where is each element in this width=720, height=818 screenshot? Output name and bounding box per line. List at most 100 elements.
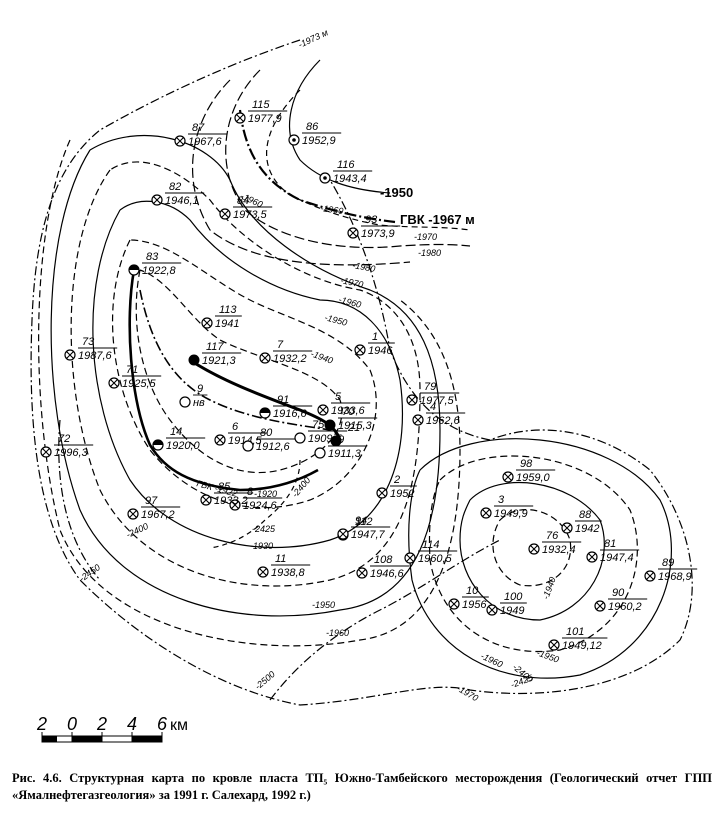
well-1: 1 1946 [354,331,395,357]
well-cross-mark [66,351,74,359]
contour-1980 [38,139,461,647]
gvk-label: ГВК -1967 м [400,212,475,227]
well-depth: 1967,6 [188,136,223,148]
well-depth: 1947,4 [600,552,634,564]
contour-2500 [269,539,501,701]
well-number: 3 [498,494,505,506]
contour-label: -2500 [253,669,277,691]
well-depth: 1933,2 [214,495,248,507]
scale-tick-label: 2 [36,714,47,734]
well-cross-mark [110,379,118,387]
well-number: 115 [252,99,270,111]
well-cross-mark [596,602,604,610]
well-cross-mark [408,396,416,404]
contour-2450 [58,419,101,581]
well-cross-mark [406,554,414,562]
well-number: 70 [342,406,355,418]
well-number: 88 [579,509,592,521]
well-depth: 1932,2 [273,353,307,365]
well-open-icon [314,447,326,459]
well-91: 91 1916,6 [259,394,313,420]
well-number: 5 [335,391,342,403]
contour-label: -1940 [540,576,557,601]
well-depth: 1973,5 [233,209,268,221]
well-depth: 1946 [368,345,393,357]
contour-1950-north [289,59,391,194]
contour-label: -1960 [479,651,504,670]
contour-1970-north [225,69,471,249]
well-number: 90 [612,587,625,599]
scale-tick-label: 0 [67,714,77,734]
well-cross-mark [319,406,327,414]
well-cross-mark [378,489,386,497]
well-depth: 1977,5 [420,395,455,407]
contour-label: -1960 [337,294,362,310]
well-ring-dot [292,138,296,142]
well-cross-mark [339,530,347,538]
well-depth: 1952 [390,488,414,500]
well-depth: 1932,4 [542,544,576,556]
contour-label: -2425 [252,524,276,534]
well-depth: 1942 [575,523,599,535]
well-number: 85 [218,481,231,493]
well-depth: 1962,6 [426,415,461,427]
well-76: 76 1932,4 [528,530,582,556]
well-number: 116 [337,159,355,171]
wells-layer: 1151977,9871967,6861952,91161943,4821946… [40,99,698,652]
well-depth: нв [193,397,205,409]
contour-1970 [50,135,441,617]
contour-east-1960 [408,438,673,679]
contour-1950 [92,200,403,549]
well-number: 98 [520,458,533,470]
scale-tick-label: 2 [96,714,107,734]
well-number: 4 [430,401,436,413]
well-cross-mark [231,501,239,509]
well-depth: 1967,2 [141,509,175,521]
well-number: 76 [546,530,559,542]
contour-label: -1980 [352,260,376,274]
well-depth: 1946,1 [165,195,199,207]
well-number: 108 [374,554,393,566]
well-cross-mark [216,436,224,444]
well-number: 86 [306,121,319,133]
well-open-icon [294,432,306,444]
contour-label: -1930 [250,541,273,551]
gvk-line-dome [128,269,319,492]
well-cross-mark [349,229,357,237]
well-88: 88 1942 [561,509,602,535]
contour-label: -1970 [340,275,365,290]
well-number: 83 [146,251,159,263]
contour-east-1930 [492,509,572,587]
well-number: 89 [662,557,674,569]
well-number: 91 [277,394,289,406]
well-number: 117 [206,341,224,353]
well-number: 81 [604,538,616,550]
well-cross-mark [482,509,490,517]
contour-label: -1920 [254,489,277,499]
well-depth: 1949 [500,605,524,617]
contour-label: -1950 [380,185,413,200]
well-half-fill [153,440,163,445]
contour-label: -1973 м [297,27,330,49]
well-number: 8 [247,486,254,498]
well-number: 1 [372,331,378,343]
well-number: 93 [365,214,378,226]
contour-1960-north [266,89,471,231]
well-depth: 1996,3 [54,447,89,459]
well-depth: 1916,6 [273,408,308,420]
